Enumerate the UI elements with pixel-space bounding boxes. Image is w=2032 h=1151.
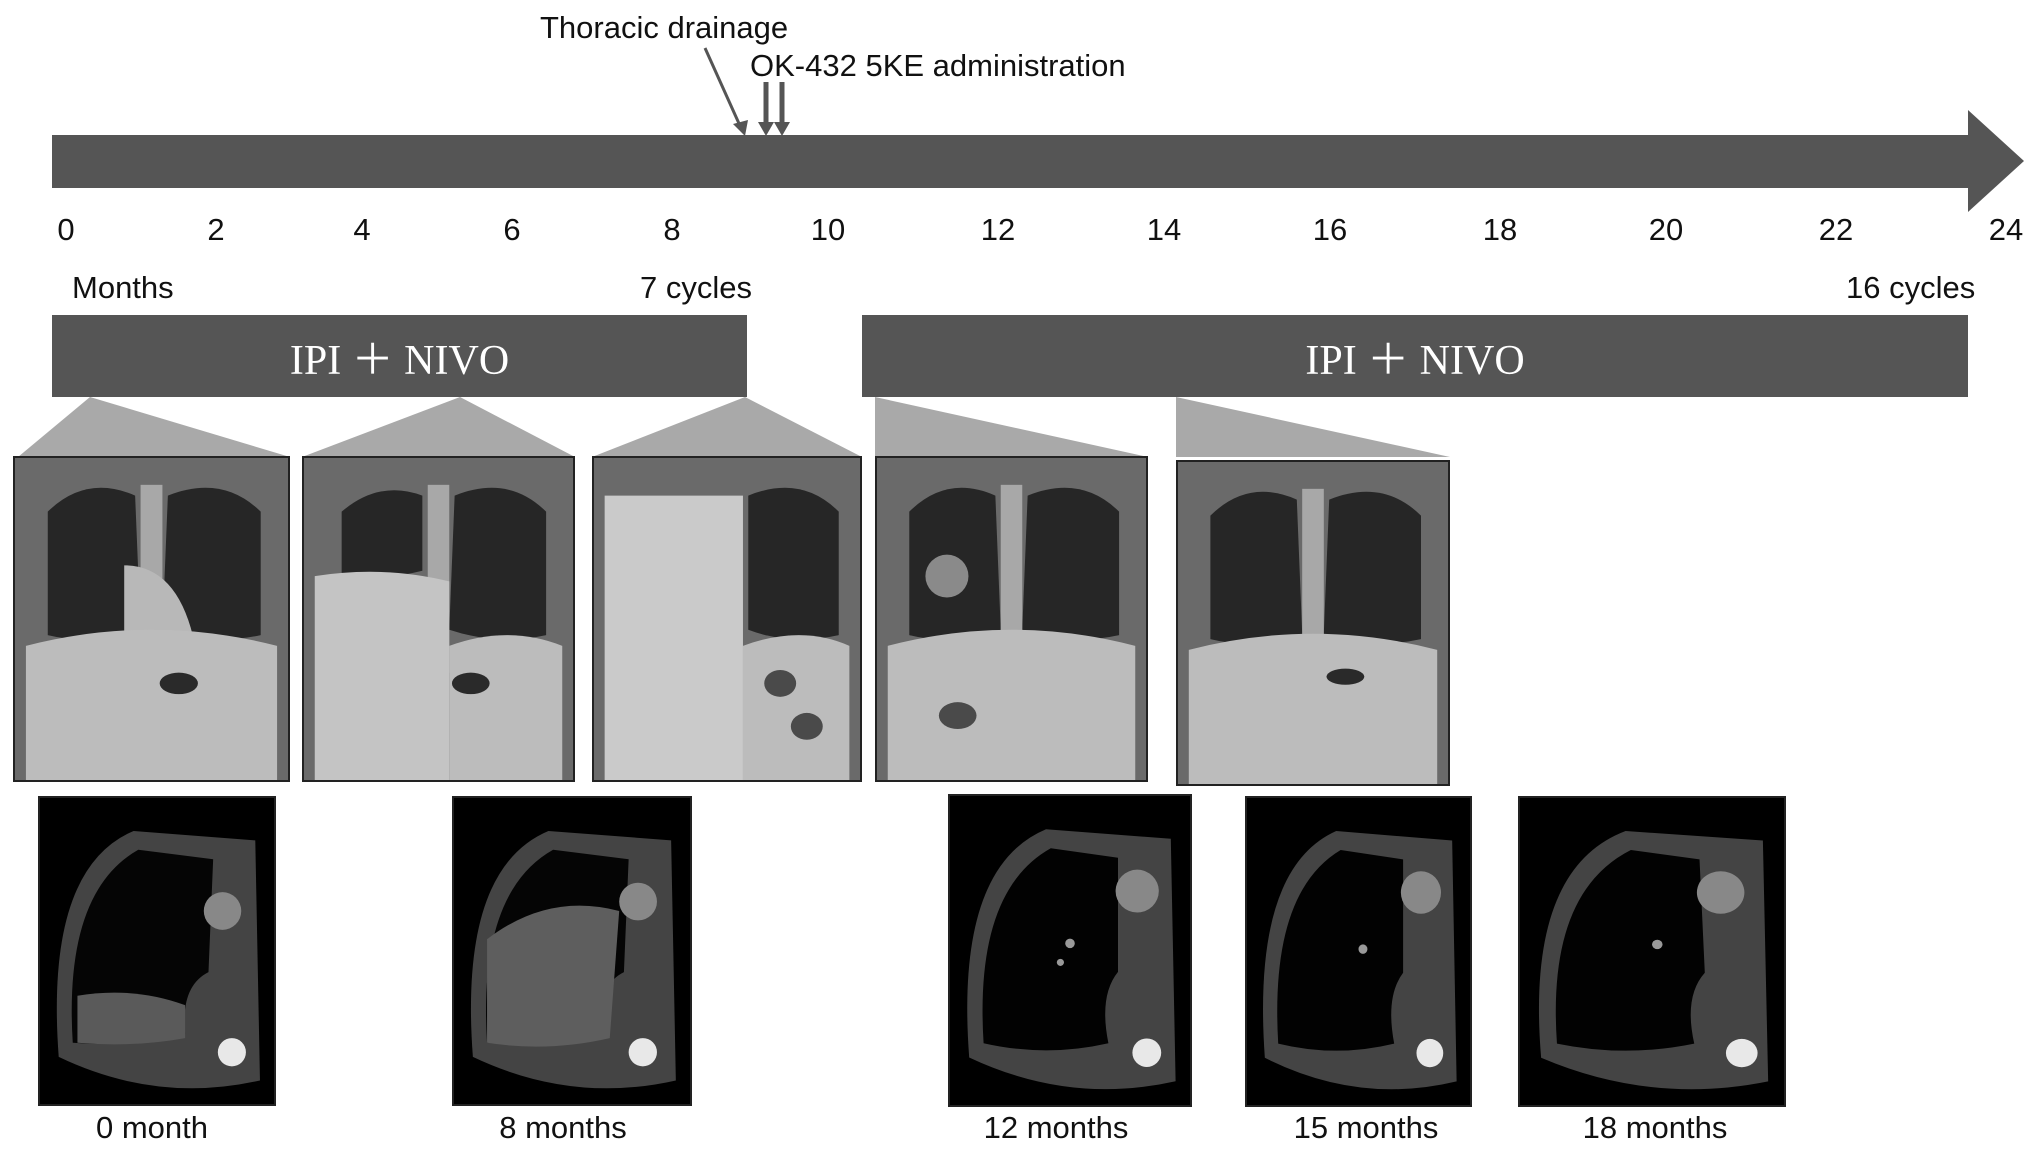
thoracic-drainage-arrow: [703, 47, 743, 129]
timeline-svg: [52, 47, 2024, 212]
connector-3: [592, 397, 862, 457]
tick-label: 2: [207, 212, 225, 247]
connector-2: [302, 397, 575, 457]
chest-xray-image: [875, 456, 1148, 782]
cycles-label-1: 7 cycles: [640, 270, 752, 305]
connector-1: [18, 397, 290, 457]
chest-xray-image: [13, 456, 290, 782]
thoracic-drainage-label: Thoracic drainage: [540, 10, 789, 45]
ct-scan-image: [1245, 796, 1472, 1107]
ct-caption: 12 months: [983, 1110, 1129, 1145]
thoracic-drainage-arrowhead: [733, 120, 748, 136]
tick-label: 12: [980, 212, 1016, 247]
ct-scan-image: [452, 796, 692, 1106]
treatment-label-2: IPI ＋ NIVO: [1305, 337, 1525, 384]
connector-4: [875, 397, 1148, 457]
tick-label: 6: [503, 212, 521, 247]
ok432-arrowhead-1: [758, 122, 774, 136]
ct-caption: 0 month: [95, 1110, 209, 1145]
ct-scan-image: [38, 796, 276, 1106]
treatment-bar-2: IPI ＋ NIVO: [862, 315, 1968, 397]
connector-svg: [18, 397, 1450, 457]
ok432-label: OK-432 5KE administration: [750, 48, 1126, 83]
chest-xray-image: [1176, 460, 1450, 786]
ct-scan-image: [948, 794, 1192, 1107]
tick-label: 10: [810, 212, 846, 247]
ct-caption: 18 months: [1582, 1110, 1728, 1145]
chest-xray-image: [302, 456, 575, 782]
months-label: Months: [72, 270, 174, 305]
connector-5: [1176, 397, 1450, 457]
chest-xray-image: [592, 456, 862, 782]
tick-label: 8: [663, 212, 681, 247]
tick-label: 24: [1988, 212, 2024, 247]
ct-scan-image: [1518, 796, 1786, 1107]
ok432-arrowhead-2: [774, 122, 790, 136]
tick-label: 16: [1312, 212, 1348, 247]
treatment-bar-1: IPI ＋ NIVO: [52, 315, 747, 397]
tick-label: 18: [1482, 212, 1518, 247]
treatment-label-1: IPI ＋ NIVO: [289, 337, 510, 384]
ct-caption: 15 months: [1293, 1110, 1439, 1145]
tick-label: 20: [1648, 212, 1684, 247]
ct-caption: 8 months: [499, 1110, 627, 1145]
timeline-arrow: [52, 110, 2024, 212]
tick-label: 4: [353, 212, 371, 247]
cycles-label-2: 16 cycles: [1846, 270, 1976, 305]
tick-label: 22: [1818, 212, 1854, 247]
tick-label: 0: [57, 212, 75, 247]
tick-label: 14: [1146, 212, 1182, 247]
